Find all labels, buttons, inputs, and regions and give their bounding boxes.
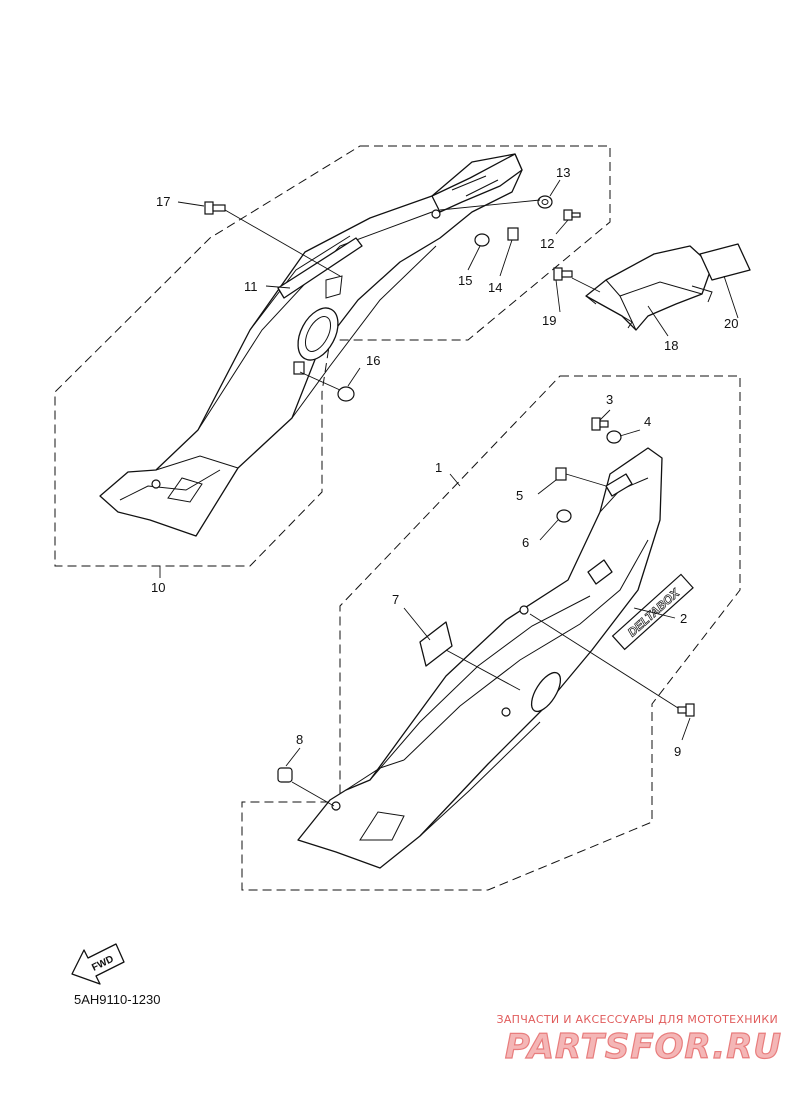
callout-5: 5 xyxy=(516,488,523,503)
nut-5 xyxy=(555,467,567,481)
callout-1: 1 xyxy=(435,460,442,475)
fwd-arrow-icon: FWD xyxy=(71,943,125,985)
lower-side-cover xyxy=(297,447,663,869)
callout-4: 4 xyxy=(644,414,651,429)
callout-2: 2 xyxy=(680,611,687,626)
callout-14: 14 xyxy=(488,280,502,295)
collar-4 xyxy=(606,430,622,444)
grommet-8 xyxy=(277,767,293,783)
screw-12 xyxy=(563,209,581,221)
tape-11 xyxy=(277,237,363,299)
grommet-6 xyxy=(556,509,572,523)
callout-labels: 1 2 3 4 5 6 7 8 9 10 11 12 13 14 15 16 1… xyxy=(151,165,738,759)
callout-18: 18 xyxy=(664,338,678,353)
assembly-10-outline xyxy=(54,145,611,567)
callout-20: 20 xyxy=(724,316,738,331)
callout-12: 12 xyxy=(540,236,554,251)
collar-13 xyxy=(537,195,553,209)
label-20 xyxy=(699,243,751,281)
leader-lines xyxy=(159,179,739,807)
callout-7: 7 xyxy=(392,592,399,607)
watermark-logo: PARTSFOR.RU xyxy=(505,1027,782,1067)
assembly-1-outline xyxy=(241,375,741,891)
callout-19: 19 xyxy=(542,313,556,328)
callout-16: 16 xyxy=(366,353,380,368)
watermark: ЗАПЧАСТИ И АКСЕССУАРЫ ДЛЯ МОТОТЕХНИКИ PA… xyxy=(496,1013,782,1068)
grommet-15 xyxy=(474,233,490,247)
callout-10: 10 xyxy=(151,580,165,595)
callout-17: 17 xyxy=(156,194,170,209)
label-7 xyxy=(419,621,453,667)
grommet-16 xyxy=(293,361,355,402)
callout-9: 9 xyxy=(674,744,681,759)
drawing-code: 5AH9110-1230 xyxy=(74,992,161,1007)
tail-cover-18 xyxy=(585,245,713,331)
bolt-17 xyxy=(204,201,226,215)
callout-11: 11 xyxy=(244,279,258,294)
callout-6: 6 xyxy=(522,535,529,550)
callout-15: 15 xyxy=(458,273,472,288)
bolt-3 xyxy=(591,417,609,431)
nut-14 xyxy=(507,227,519,241)
callout-8: 8 xyxy=(296,732,303,747)
callout-3: 3 xyxy=(606,392,613,407)
upper-side-cover xyxy=(99,153,523,537)
bolt-19 xyxy=(553,267,573,281)
watermark-tagline: ЗАПЧАСТИ И АКСЕССУАРЫ ДЛЯ МОТОТЕХНИКИ xyxy=(496,1013,778,1026)
callout-13: 13 xyxy=(556,165,570,180)
bolt-9 xyxy=(677,703,695,717)
